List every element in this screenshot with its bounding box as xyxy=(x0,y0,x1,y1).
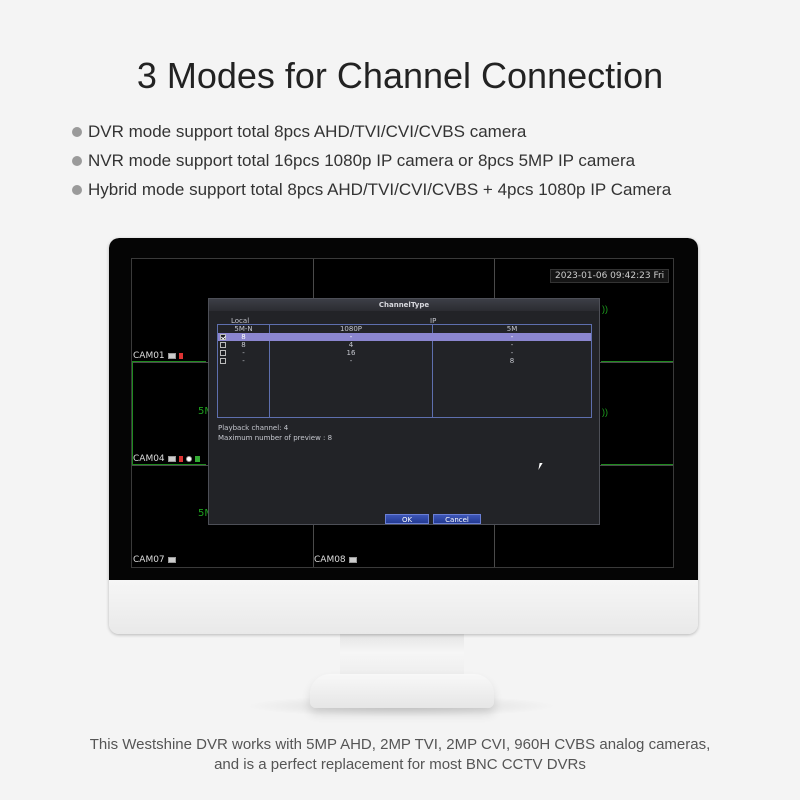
column-header: 1080P xyxy=(339,325,363,333)
cell-1080p: - xyxy=(349,357,353,365)
cell-5m: 8 xyxy=(509,357,515,365)
resolution-badge: 5M xyxy=(198,508,213,519)
record-icon xyxy=(348,557,357,563)
dialog-title: ChannelType xyxy=(209,299,599,311)
camera-name: CAM07 xyxy=(133,555,165,565)
bullet-icon xyxy=(72,127,82,137)
cell-5m: - xyxy=(510,333,514,341)
feature-text: Hybrid mode support total 8pcs AHD/TVI/C… xyxy=(88,180,672,199)
camera-name: CAM08 xyxy=(314,555,346,565)
playback-channel-text: Playback channel: 4 xyxy=(218,424,289,432)
camera-name: CAM01 xyxy=(133,351,165,361)
record-icon xyxy=(167,456,176,462)
signal-indicator: )) xyxy=(602,407,608,417)
grid-line xyxy=(601,361,673,362)
bullet-icon xyxy=(72,185,82,195)
feature-text: NVR mode support total 16pcs 1080p IP ca… xyxy=(88,151,636,170)
row-checkbox[interactable] xyxy=(220,350,226,356)
feature-list: DVR mode support total 8pcs AHD/TVI/CVI/… xyxy=(72,120,671,207)
cancel-button[interactable]: Cancel xyxy=(433,514,481,524)
feature-item: Hybrid mode support total 8pcs AHD/TVI/C… xyxy=(72,178,671,207)
record-icon xyxy=(167,557,176,563)
camera-label[interactable]: CAM08 xyxy=(314,555,357,565)
camera-label[interactable]: CAM04 xyxy=(133,454,200,464)
column-header: 5M xyxy=(506,325,518,333)
cell-1080p: 16 xyxy=(346,349,356,357)
local-group-label: Local xyxy=(231,317,250,325)
grid-line xyxy=(132,361,133,465)
cell-5m: - xyxy=(510,349,514,357)
row-checkbox[interactable] xyxy=(220,334,226,340)
max-preview-text: Maximum number of preview : 8 xyxy=(218,434,333,442)
table-row[interactable]: 8 4 - xyxy=(218,341,591,349)
audio-icon xyxy=(194,456,200,462)
cell-1080p: 4 xyxy=(348,341,354,349)
table-row[interactable]: - 16 - xyxy=(218,349,591,357)
camera-label[interactable]: CAM01 xyxy=(133,351,183,361)
motion-icon xyxy=(185,456,192,462)
row-checkbox[interactable] xyxy=(220,358,226,364)
grid-line xyxy=(132,464,206,465)
signal-indicator: )) xyxy=(602,304,608,314)
dvr-screen: )) )) 5M 5M 2023-01-06 09:42:23 Fri CAM0… xyxy=(131,258,674,568)
ip-group-label: IP xyxy=(430,317,437,325)
cell-local: - xyxy=(242,357,245,365)
caption-line: This Westshine DVR works with 5MP AHD, 2… xyxy=(89,736,711,753)
grid-line xyxy=(132,361,206,362)
channel-table: 5M-N 1080P 5M 8 - - 8 4 - - 16 - xyxy=(217,324,592,418)
footer-caption: This Westshine DVR works with 5MP AHD, 2… xyxy=(0,735,800,775)
column-divider xyxy=(269,325,270,417)
feature-item: DVR mode support total 8pcs AHD/TVI/CVI/… xyxy=(72,120,671,149)
cell-local: 8 xyxy=(241,333,246,341)
table-row[interactable]: - - 8 xyxy=(218,357,591,365)
table-row[interactable]: 8 - - xyxy=(218,333,591,341)
page-title: 3 Modes for Channel Connection xyxy=(136,55,664,96)
caption-line: and is a perfect replacement for most BN… xyxy=(214,756,586,773)
channel-type-dialog: ChannelType Local IP 5M-N 1080P 5M 8 - -… xyxy=(208,298,600,525)
alarm-icon xyxy=(178,456,183,462)
camera-name: CAM04 xyxy=(133,454,165,464)
grid-line xyxy=(601,464,673,465)
cell-local: - xyxy=(242,349,245,357)
monitor-stand-neck xyxy=(340,634,464,680)
column-header: 5M-N xyxy=(234,325,253,333)
bullet-icon xyxy=(72,156,82,166)
resolution-badge: 5M xyxy=(198,406,213,417)
monitor-chin xyxy=(109,580,698,634)
row-checkbox[interactable] xyxy=(220,342,226,348)
ok-button[interactable]: OK xyxy=(385,514,429,524)
column-divider xyxy=(432,325,433,417)
cell-1080p: - xyxy=(349,333,353,341)
record-icon xyxy=(167,353,176,359)
datetime-display: 2023-01-06 09:42:23 Fri xyxy=(550,269,670,283)
feature-text: DVR mode support total 8pcs AHD/TVI/CVI/… xyxy=(88,122,527,141)
cell-5m: - xyxy=(510,341,514,349)
alarm-icon xyxy=(178,353,183,359)
cell-local: 8 xyxy=(241,341,246,349)
camera-label[interactable]: CAM07 xyxy=(133,555,176,565)
monitor-stand-base xyxy=(310,674,494,708)
feature-item: NVR mode support total 16pcs 1080p IP ca… xyxy=(72,149,671,178)
mouse-cursor-icon xyxy=(538,463,546,470)
